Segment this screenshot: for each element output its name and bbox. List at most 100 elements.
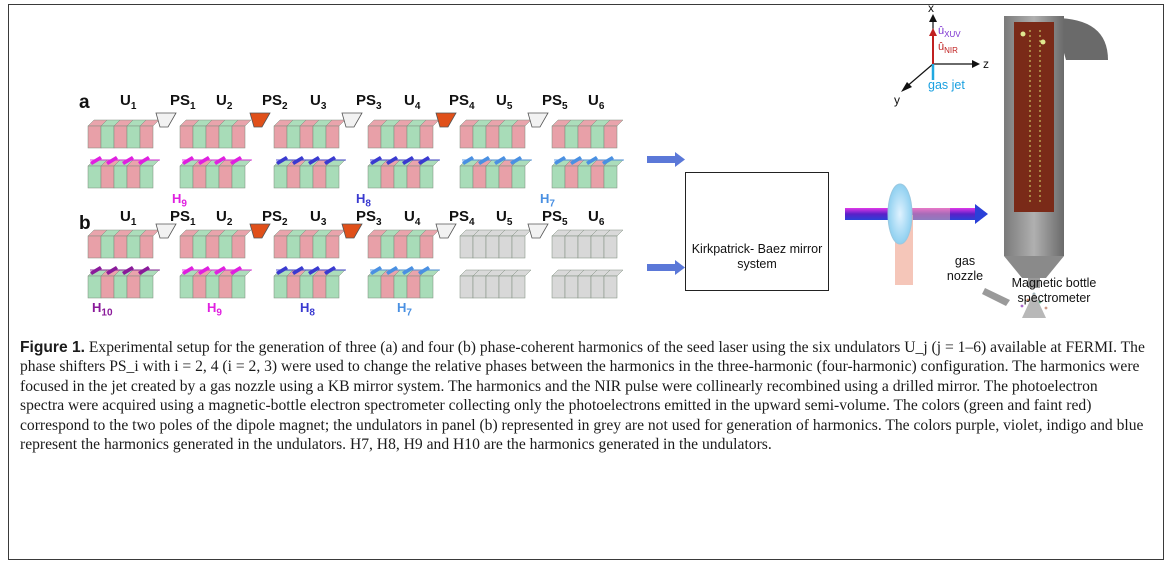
undulator bbox=[87, 119, 160, 189]
magnet-block bbox=[603, 235, 618, 259]
magnet-block bbox=[459, 275, 474, 299]
phase-shifter bbox=[527, 223, 549, 239]
phase-shifter bbox=[155, 112, 177, 128]
caption-title: Figure 1. bbox=[20, 339, 85, 356]
undulator-row-label: U5 bbox=[496, 208, 513, 228]
kb-mirror-label: Kirkpatrick- Baez mirror system bbox=[691, 242, 823, 271]
magnet-block bbox=[511, 275, 526, 299]
magnet-block bbox=[551, 275, 566, 299]
magnet-block bbox=[551, 125, 566, 149]
magnet-block bbox=[139, 165, 154, 189]
magnet-block bbox=[511, 125, 526, 149]
magnet-block bbox=[299, 165, 314, 189]
undulator-row-label: PS5 bbox=[542, 92, 568, 112]
undulator-row-label: U1 bbox=[120, 208, 137, 228]
magnet-block bbox=[286, 235, 301, 259]
magnet-block bbox=[393, 235, 408, 259]
coordinate-axes bbox=[901, 14, 980, 92]
gas-nozzle-label: gas nozzle bbox=[946, 254, 984, 283]
drilled-mirror bbox=[887, 183, 913, 245]
panel-b-letter: b bbox=[79, 213, 91, 234]
magnet-block bbox=[126, 235, 141, 259]
magnet-block bbox=[286, 125, 301, 149]
magnet-block bbox=[419, 125, 434, 149]
magnet-block bbox=[126, 275, 141, 299]
magnet-block bbox=[459, 235, 474, 259]
magnet-block bbox=[590, 165, 605, 189]
magnet-block bbox=[498, 275, 513, 299]
gas-jet-label: gas jet bbox=[928, 78, 965, 92]
undulator-row-label: U2 bbox=[216, 208, 233, 228]
harmonic-label: H9 bbox=[172, 191, 187, 210]
magnet-block bbox=[367, 275, 382, 299]
undulator-row-label: PS5 bbox=[542, 208, 568, 228]
magnet-block bbox=[577, 275, 592, 299]
magnet-block bbox=[87, 165, 102, 189]
magnet-block bbox=[564, 275, 579, 299]
magnet-block bbox=[564, 125, 579, 149]
magnet-block bbox=[192, 165, 207, 189]
magnet-block bbox=[380, 125, 395, 149]
magnet-block bbox=[139, 275, 154, 299]
magnet-block bbox=[511, 235, 526, 259]
magnet-block bbox=[406, 125, 421, 149]
magnet-block bbox=[472, 165, 487, 189]
magnet-block bbox=[312, 125, 327, 149]
magnet-block bbox=[87, 235, 102, 259]
undulator-row-b bbox=[87, 223, 624, 299]
axis-y-label: y bbox=[894, 93, 900, 107]
undulator-row-label: PS1 bbox=[170, 92, 196, 112]
magnet-block bbox=[205, 165, 220, 189]
magnet-block bbox=[100, 235, 115, 259]
magnet-block bbox=[590, 235, 605, 259]
magnet-block bbox=[100, 125, 115, 149]
magnet-block bbox=[139, 125, 154, 149]
magnet-block bbox=[139, 235, 154, 259]
undulator bbox=[367, 119, 440, 189]
undulator bbox=[87, 229, 160, 299]
magnet-block bbox=[577, 125, 592, 149]
undulator bbox=[273, 229, 346, 299]
magnet-block bbox=[325, 275, 340, 299]
magnet-block bbox=[393, 275, 408, 299]
axis-z-label: z bbox=[983, 57, 989, 71]
kb-mirror-box bbox=[685, 172, 829, 291]
magnet-block bbox=[551, 235, 566, 259]
magnet-block bbox=[312, 235, 327, 259]
magnet-block bbox=[325, 235, 340, 259]
magnet-block bbox=[380, 235, 395, 259]
harmonic-label: H7 bbox=[397, 300, 412, 319]
harmonic-label: H9 bbox=[207, 300, 222, 319]
magnet-block bbox=[100, 275, 115, 299]
magnet-block bbox=[218, 275, 233, 299]
magnet-block bbox=[485, 165, 500, 189]
undulator-row-label: PS4 bbox=[449, 208, 475, 228]
undulator-row-label: PS4 bbox=[449, 92, 475, 112]
undulator-row-label: PS3 bbox=[356, 92, 382, 112]
undulator-row-a bbox=[87, 112, 624, 189]
magnet-block bbox=[87, 275, 102, 299]
u-xuv-sub: XUV bbox=[944, 30, 961, 39]
magnet-block bbox=[459, 125, 474, 149]
magnet-block bbox=[231, 235, 246, 259]
magnet-block bbox=[564, 235, 579, 259]
u-xuv-label: û bbox=[938, 25, 944, 37]
spectrometer-drawing bbox=[982, 16, 1108, 318]
phase-shifter bbox=[341, 223, 363, 239]
magnet-block bbox=[273, 275, 288, 299]
undulator bbox=[179, 119, 252, 189]
magnet-block bbox=[472, 125, 487, 149]
magnet-block bbox=[87, 125, 102, 149]
magnet-block bbox=[231, 165, 246, 189]
axis-x-label: x bbox=[928, 1, 934, 15]
magnet-block bbox=[498, 125, 513, 149]
harmonic-label: H8 bbox=[356, 191, 371, 210]
harmonic-label: H7 bbox=[540, 191, 555, 210]
magnet-block bbox=[393, 125, 408, 149]
undulator bbox=[551, 119, 624, 189]
undulator-row-label: PS1 bbox=[170, 208, 196, 228]
magnet-block bbox=[205, 235, 220, 259]
magnet-block bbox=[126, 125, 141, 149]
magnet-block bbox=[551, 165, 566, 189]
magnet-block bbox=[577, 165, 592, 189]
